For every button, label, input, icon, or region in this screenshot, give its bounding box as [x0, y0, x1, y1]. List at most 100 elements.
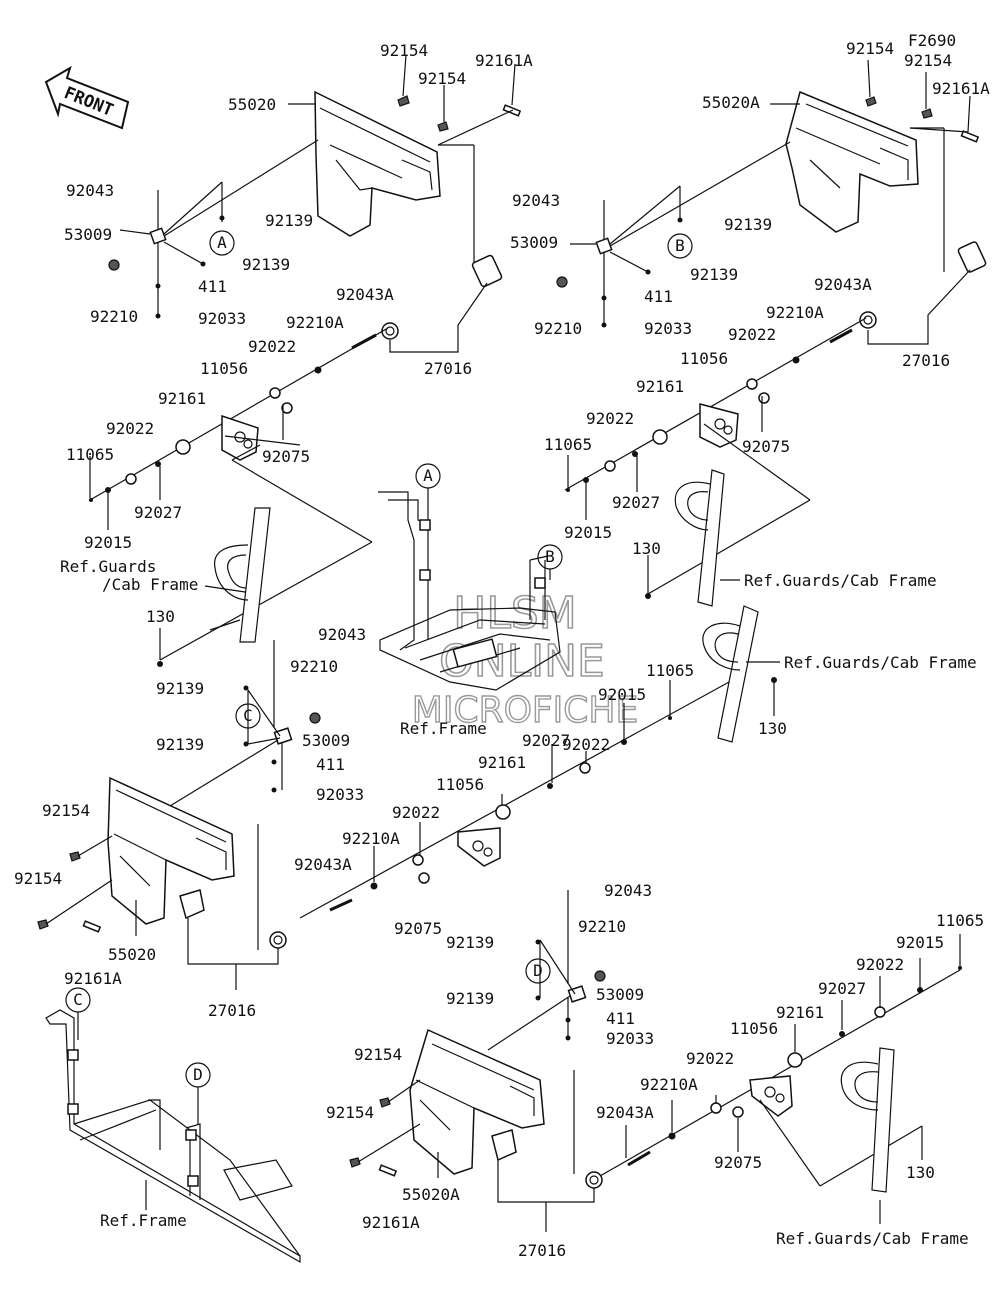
assembly-top-right — [556, 59, 987, 607]
part-label: 92043 — [512, 191, 560, 210]
part-label: 130 — [632, 539, 661, 558]
part-label: 11056 — [200, 359, 248, 378]
ref-guards-line2: /Cab Frame — [102, 575, 198, 594]
part-label: 11056 — [730, 1019, 778, 1038]
part-label: 92139 — [265, 211, 313, 230]
part-label: 92154 — [354, 1045, 402, 1064]
part-label: 92022 — [586, 409, 634, 428]
part-label: 92210A — [286, 313, 344, 332]
part-label: 411 — [316, 755, 345, 774]
part-label: 53009 — [64, 225, 112, 244]
callout-a: A — [217, 233, 227, 252]
part-label: 11065 — [544, 435, 592, 454]
part-label: 92210A — [766, 303, 824, 322]
part-label: 92161A — [932, 79, 990, 98]
part-label: 92075 — [394, 919, 442, 938]
ref-guards-cab-frame-lower: Ref.Guards/Cab Frame — [776, 1229, 969, 1248]
part-label: 11065 — [646, 661, 694, 680]
part-label: 92043 — [66, 181, 114, 200]
part-label: 411 — [198, 277, 227, 296]
guard-right-middle — [702, 605, 780, 743]
part-label: 92022 — [392, 803, 440, 822]
part-label: 92161A — [362, 1213, 420, 1232]
part-label: 92161 — [776, 1003, 824, 1022]
part-label: 92210A — [640, 1075, 698, 1094]
part-label: 92210 — [90, 307, 138, 326]
part-label: 92043A — [596, 1103, 654, 1122]
part-label: 92043 — [318, 625, 366, 644]
part-label: 92033 — [606, 1029, 654, 1048]
part-labels: 92154 92154 92161A 55020 92043 53009 921… — [14, 39, 990, 1260]
ref-guards-cab-frame-right-upper: Ref.Guards/Cab Frame — [744, 571, 937, 590]
part-label: 92043A — [336, 285, 394, 304]
part-label: 53009 — [510, 233, 558, 252]
part-label: 11056 — [680, 349, 728, 368]
fender-55020-shape — [314, 90, 441, 237]
part-label: 92022 — [248, 337, 296, 356]
part-label: 411 — [644, 287, 673, 306]
part-label: 130 — [758, 719, 787, 738]
part-label: 92154 — [14, 869, 62, 888]
part-label: 92154 — [418, 69, 466, 88]
callout-b: B — [675, 236, 685, 255]
watermark-line-3: MICROFICHE — [412, 690, 638, 731]
part-label: 55020 — [228, 95, 276, 114]
front-arrow-icon: FRONT — [44, 65, 130, 130]
ref-frame-centre: Ref.Frame — [400, 719, 487, 738]
part-label: 92075 — [742, 437, 790, 456]
part-label: 55020A — [702, 93, 760, 112]
part-label: 92043A — [814, 275, 872, 294]
watermark: HLSM ONLINE MICROFICHE — [411, 587, 639, 732]
part-label: 92139 — [690, 265, 738, 284]
part-label: 92161 — [636, 377, 684, 396]
diagram-code: F2690 — [908, 31, 956, 50]
callout-c-frame: C — [73, 990, 83, 1009]
part-label: 92154 — [380, 41, 428, 60]
part-label: 92043 — [604, 881, 652, 900]
part-label: 55020 — [108, 945, 156, 964]
part-label: 92033 — [198, 309, 246, 328]
frame-lower-left — [45, 987, 301, 1264]
part-label: 53009 — [302, 731, 350, 750]
part-label: 411 — [606, 1009, 635, 1028]
part-label: 55020A — [402, 1185, 460, 1204]
part-label: 92022 — [106, 419, 154, 438]
part-label: 92043A — [294, 855, 352, 874]
part-label: 92210 — [534, 319, 582, 338]
part-label: 92022 — [562, 735, 610, 754]
part-label: 92033 — [316, 785, 364, 804]
part-label: 92210 — [290, 657, 338, 676]
part-label: 92015 — [896, 933, 944, 952]
part-label: 92161 — [478, 753, 526, 772]
part-label: 92154 — [846, 39, 894, 58]
part-label: 130 — [906, 1163, 935, 1182]
part-label: 92161A — [475, 51, 533, 70]
part-label: 92161 — [158, 389, 206, 408]
frame-centre — [378, 463, 563, 691]
part-label: 92022 — [728, 325, 776, 344]
part-label: 11065 — [936, 911, 984, 930]
part-label: 92027 — [612, 493, 660, 512]
callout-d-frame: D — [193, 1065, 203, 1084]
part-label: 92161A — [64, 969, 122, 988]
part-label: 92139 — [446, 989, 494, 1008]
ref-frame-lower: Ref.Frame — [100, 1211, 187, 1230]
part-label: 92027 — [522, 731, 570, 750]
part-label: 11056 — [436, 775, 484, 794]
part-label: 92154 — [42, 801, 90, 820]
callout-b-frame: B — [545, 547, 555, 566]
part-label: 92139 — [242, 255, 290, 274]
part-label: 27016 — [208, 1001, 256, 1020]
callout-a-frame: A — [423, 466, 433, 485]
part-label: 92210 — [578, 917, 626, 936]
part-label: 92075 — [262, 447, 310, 466]
assembly-lower-left — [37, 640, 741, 990]
part-label: 92033 — [644, 319, 692, 338]
part-label: 92075 — [714, 1153, 762, 1172]
part-label: 92015 — [564, 523, 612, 542]
part-label: 92027 — [134, 503, 182, 522]
ref-guards-cab-frame-right-middle: Ref.Guards/Cab Frame — [784, 653, 977, 672]
callout-d: D — [533, 961, 543, 980]
part-label: 92027 — [818, 979, 866, 998]
part-label: 92139 — [724, 215, 772, 234]
